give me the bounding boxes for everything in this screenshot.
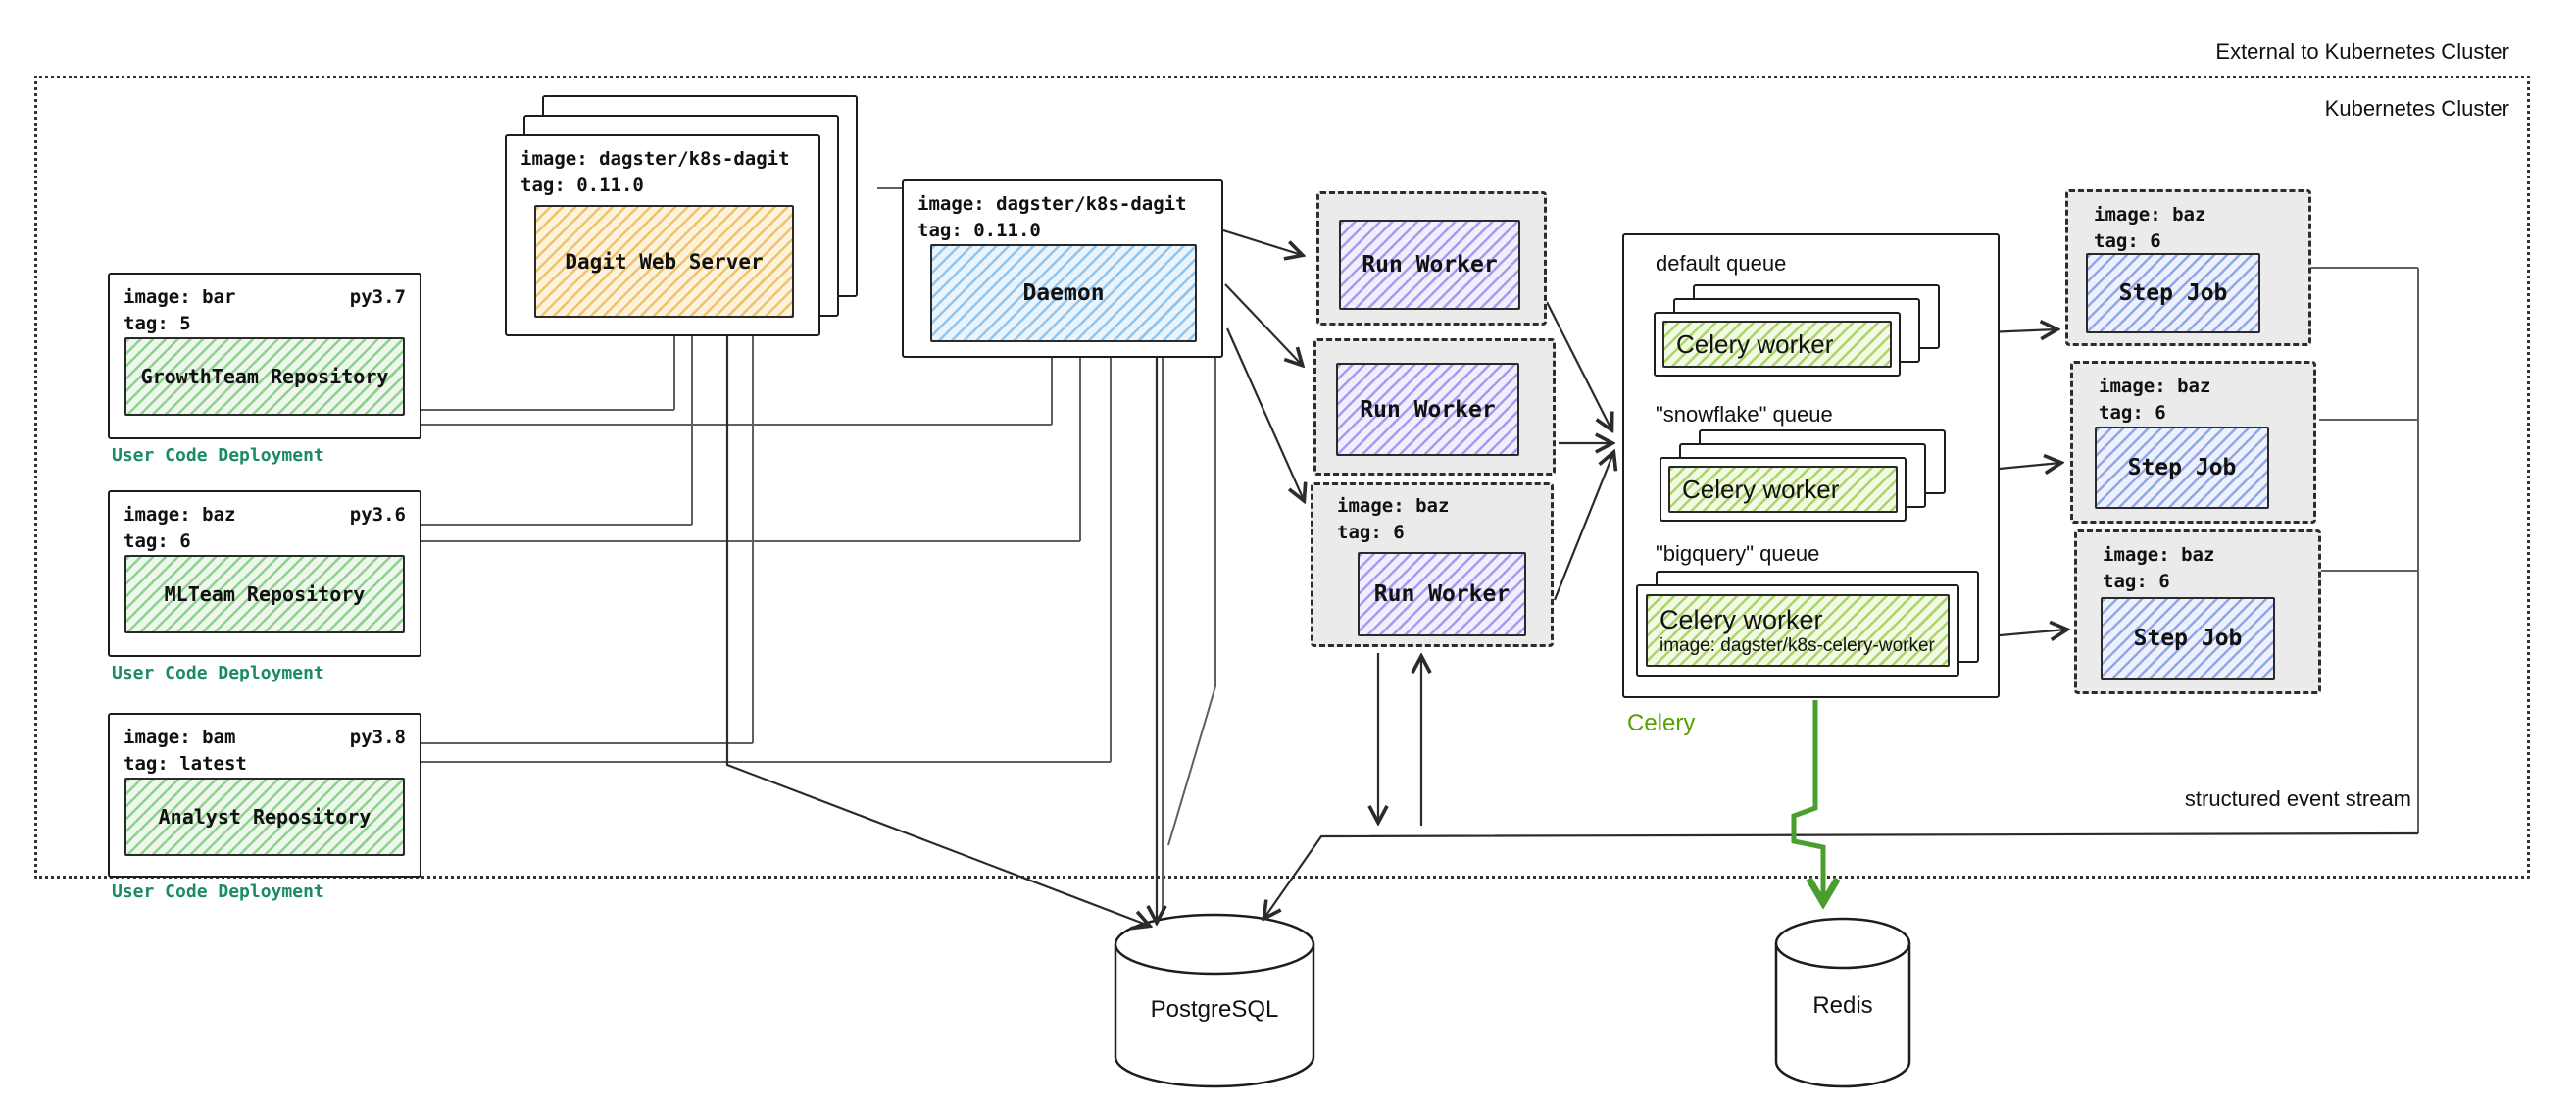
event-stream-label: structured event stream bbox=[2184, 786, 2411, 811]
celery-worker-bigquery: Celery worker image: dagster/k8s-celery-… bbox=[1636, 584, 1959, 677]
step-job-container: image: baz tag: 6 Step Job bbox=[2065, 189, 2311, 346]
run-worker-container: image: baz tag: 6 Run Worker bbox=[1311, 482, 1554, 647]
grpc-wiring bbox=[421, 187, 2419, 912]
run-worker-title: Run Worker bbox=[1360, 396, 1496, 423]
repo-tag: tag: latest bbox=[124, 752, 247, 775]
run-worker-title: Run Worker bbox=[1373, 581, 1511, 607]
user-code-deployment-analyst: image: bam py3.8 tag: latest Analyst Rep… bbox=[108, 713, 421, 878]
redis-cylinder bbox=[1774, 917, 1911, 1088]
daemon-to-runworker2-arrow bbox=[1224, 283, 1302, 365]
run-worker-container: Run Worker bbox=[1316, 191, 1547, 326]
repo-name: GrowthTeam Repository bbox=[140, 365, 389, 388]
celery-worker-snowflake: Celery worker bbox=[1660, 457, 1907, 522]
step-job-image: image: baz bbox=[2099, 376, 2211, 397]
user-code-deployment-label: User Code Deployment bbox=[112, 663, 324, 683]
step-job-image: image: baz bbox=[2103, 544, 2215, 566]
run-worker-image: image: baz bbox=[1337, 495, 1450, 517]
repo-image: image: bar bbox=[124, 286, 236, 308]
dagit-to-postgres-arrow bbox=[725, 333, 1149, 926]
user-code-deployment-mlteam: image: baz py3.6 tag: 6 MLTeam Repositor… bbox=[108, 490, 421, 657]
step-job-tag: tag: 6 bbox=[2103, 570, 2170, 592]
repo-tag: tag: 6 bbox=[124, 529, 191, 552]
repo-python-version: py3.6 bbox=[349, 504, 406, 526]
step-job-title: Step Job bbox=[2118, 280, 2228, 306]
repo-python-version: py3.7 bbox=[349, 286, 406, 308]
dagit-image: image: dagster/k8s-dagit bbox=[520, 148, 790, 170]
step-job-container: image: baz tag: 6 Step Job bbox=[2070, 361, 2316, 524]
step-job-tag: tag: 6 bbox=[2094, 229, 2161, 252]
step-job-image: image: baz bbox=[2094, 204, 2206, 226]
daemon-tag: tag: 0.11.0 bbox=[917, 219, 1041, 241]
repo-name: Analyst Repository bbox=[158, 805, 372, 829]
celery-worker-title: Celery worker bbox=[1660, 604, 1823, 634]
celery-redis-arrow bbox=[1791, 700, 1823, 900]
celery-worker-title: Celery worker bbox=[1676, 328, 1834, 359]
step-job-title: Step Job bbox=[2133, 626, 2243, 651]
celery-box: default queue Celery worker "snowflake" … bbox=[1622, 233, 2000, 698]
celery-label: Celery bbox=[1627, 710, 1696, 736]
user-code-deployment-growthteam: image: bar py3.7 tag: 5 GrowthTeam Repos… bbox=[108, 273, 421, 439]
celery-worker-title: Celery worker bbox=[1682, 474, 1840, 504]
dagit-title: Dagit Web Server bbox=[565, 249, 764, 274]
kubernetes-cluster-label: Kubernetes Cluster bbox=[2324, 96, 2509, 121]
runworker1-to-celery-arrow bbox=[1546, 301, 1611, 429]
repo-tag: tag: 5 bbox=[124, 312, 191, 334]
daemon-title: Daemon bbox=[1022, 280, 1105, 306]
daemon-pod: image: dagster/k8s-dagit tag: 0.11.0 Dae… bbox=[902, 179, 1223, 358]
celery-worker-image: image: dagster/k8s-celery-worker bbox=[1660, 634, 1935, 656]
postgres-label: PostgreSQL bbox=[1150, 996, 1279, 1023]
queue-label-default: default queue bbox=[1656, 251, 1787, 276]
queue-label-bigquery: "bigquery" queue bbox=[1656, 541, 1820, 566]
external-cluster-label: External to Kubernetes Cluster bbox=[2215, 39, 2509, 64]
run-worker-tag: tag: 6 bbox=[1337, 521, 1405, 543]
user-code-deployment-label: User Code Deployment bbox=[112, 445, 324, 466]
redis-label: Redis bbox=[1812, 992, 1873, 1019]
dagit-tag: tag: 0.11.0 bbox=[520, 174, 644, 196]
event-stream-line bbox=[1264, 831, 2419, 918]
repo-image: image: baz bbox=[124, 504, 236, 526]
step-job-title: Step Job bbox=[2127, 455, 2237, 480]
daemon-image: image: dagster/k8s-dagit bbox=[917, 193, 1187, 215]
kubernetes-cluster-boundary bbox=[34, 76, 2530, 879]
step-job-tag: tag: 6 bbox=[2099, 401, 2166, 424]
daemon-to-runworker3-arrow bbox=[1225, 327, 1304, 500]
run-worker-container: Run Worker bbox=[1313, 338, 1556, 476]
step-job-container: image: baz tag: 6 Step Job bbox=[2074, 529, 2321, 694]
runworker3-to-celery-arrow bbox=[1553, 453, 1613, 601]
repo-python-version: py3.8 bbox=[349, 727, 406, 748]
queue-label-snowflake: "snowflake" queue bbox=[1656, 402, 1833, 427]
repo-image: image: bam bbox=[124, 727, 236, 748]
postgres-cylinder bbox=[1114, 913, 1315, 1088]
dagit-web-server-pod: image: dagster/k8s-dagit tag: 0.11.0 Dag… bbox=[505, 134, 820, 336]
repo-name: MLTeam Repository bbox=[164, 582, 366, 606]
user-code-deployment-label: User Code Deployment bbox=[112, 881, 324, 902]
celery-worker-default: Celery worker bbox=[1654, 312, 1901, 377]
run-worker-title: Run Worker bbox=[1362, 252, 1498, 277]
daemon-to-runworker1-arrow bbox=[1222, 228, 1302, 255]
